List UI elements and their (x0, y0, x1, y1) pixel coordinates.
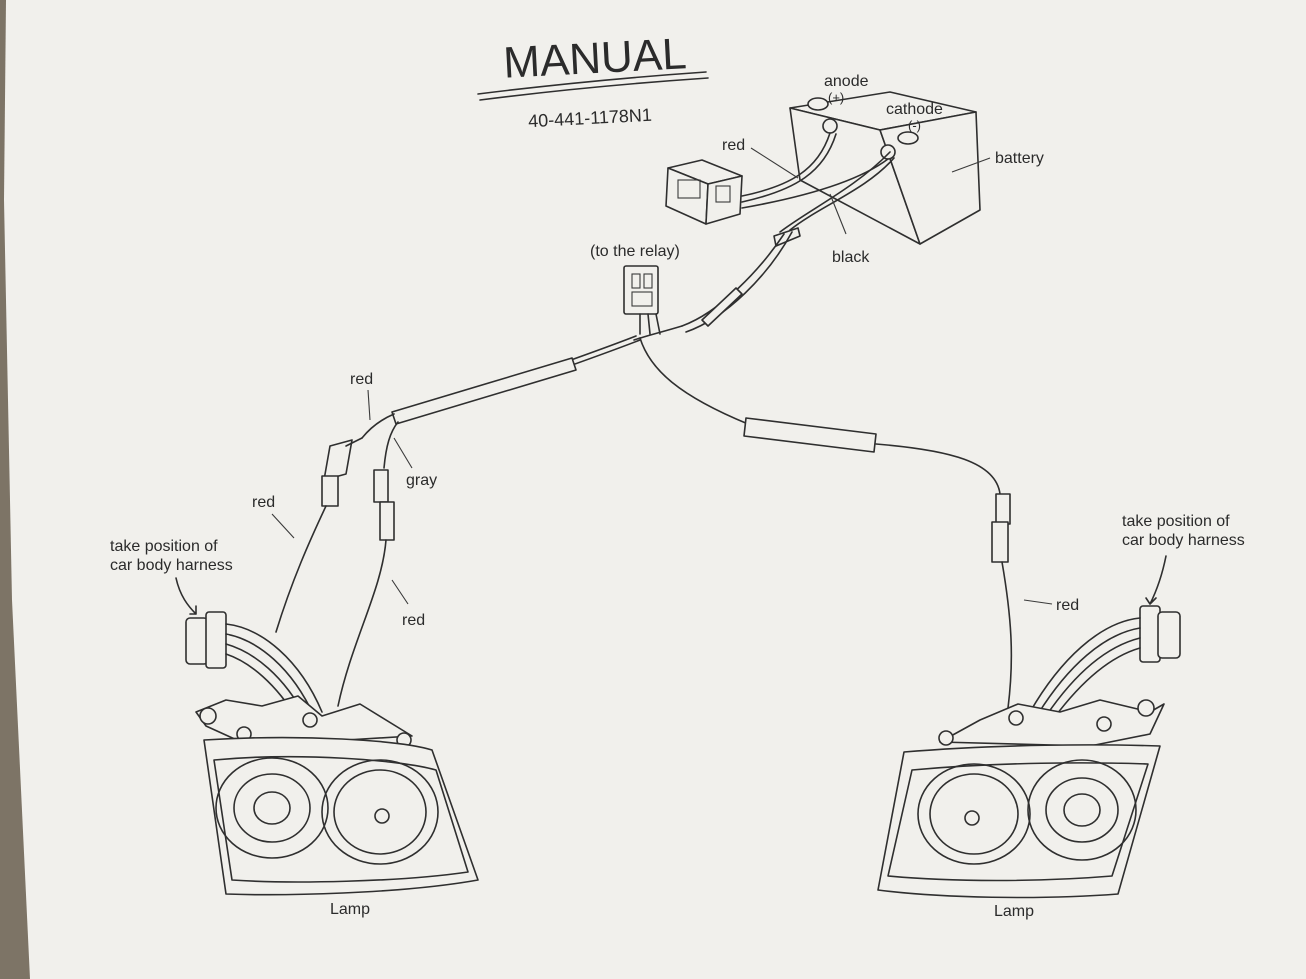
relay-label: (to the relay) (590, 243, 680, 260)
left-fuse-connector-1 (321, 439, 353, 507)
left-lamp (195, 695, 479, 896)
right-harness-line2: car body harness (1122, 532, 1245, 549)
battery-red-label: red (722, 137, 745, 154)
gray-label: gray (406, 472, 437, 489)
right-harness-line1: take position of (1122, 513, 1230, 530)
right-red-label: red (1056, 597, 1079, 614)
anode-ring-terminal (822, 118, 838, 134)
left-red-mid-label: red (252, 494, 275, 511)
anode-symbol: (+) (828, 90, 844, 105)
battery (789, 91, 991, 245)
left-harness-line1: take position of (110, 538, 218, 555)
relay (665, 159, 743, 225)
right-lamp (877, 699, 1165, 899)
left-fuse-connector-2 (373, 469, 395, 541)
right-fuse-connector (991, 493, 1011, 563)
battery-wires (741, 132, 895, 235)
left-harness-line2: car body harness (110, 557, 233, 574)
right-harness-plug (1029, 605, 1181, 719)
left-red-top-label: red (350, 371, 373, 388)
anode-label: anode (824, 73, 869, 90)
left-harness-arrow (175, 577, 197, 615)
cathode-ring-terminal (880, 144, 896, 160)
title-underline (477, 71, 709, 101)
right-harness-arrow (1145, 555, 1167, 605)
manual-title: MANUAL (502, 29, 688, 88)
left-harness-plug (185, 611, 323, 721)
relay-connector (623, 265, 659, 315)
right-lamp-label: Lamp (994, 903, 1034, 920)
main-harness (361, 227, 1001, 495)
cathode-label: cathode (886, 101, 943, 118)
left-lamp-label: Lamp (330, 901, 370, 918)
left-red-low-label: red (402, 612, 425, 629)
anode-terminal (807, 97, 829, 111)
cathode-symbol: (-) (908, 118, 921, 133)
battery-label: battery (995, 150, 1044, 167)
battery-black-label: black (832, 249, 870, 266)
cathode-terminal (897, 131, 919, 145)
